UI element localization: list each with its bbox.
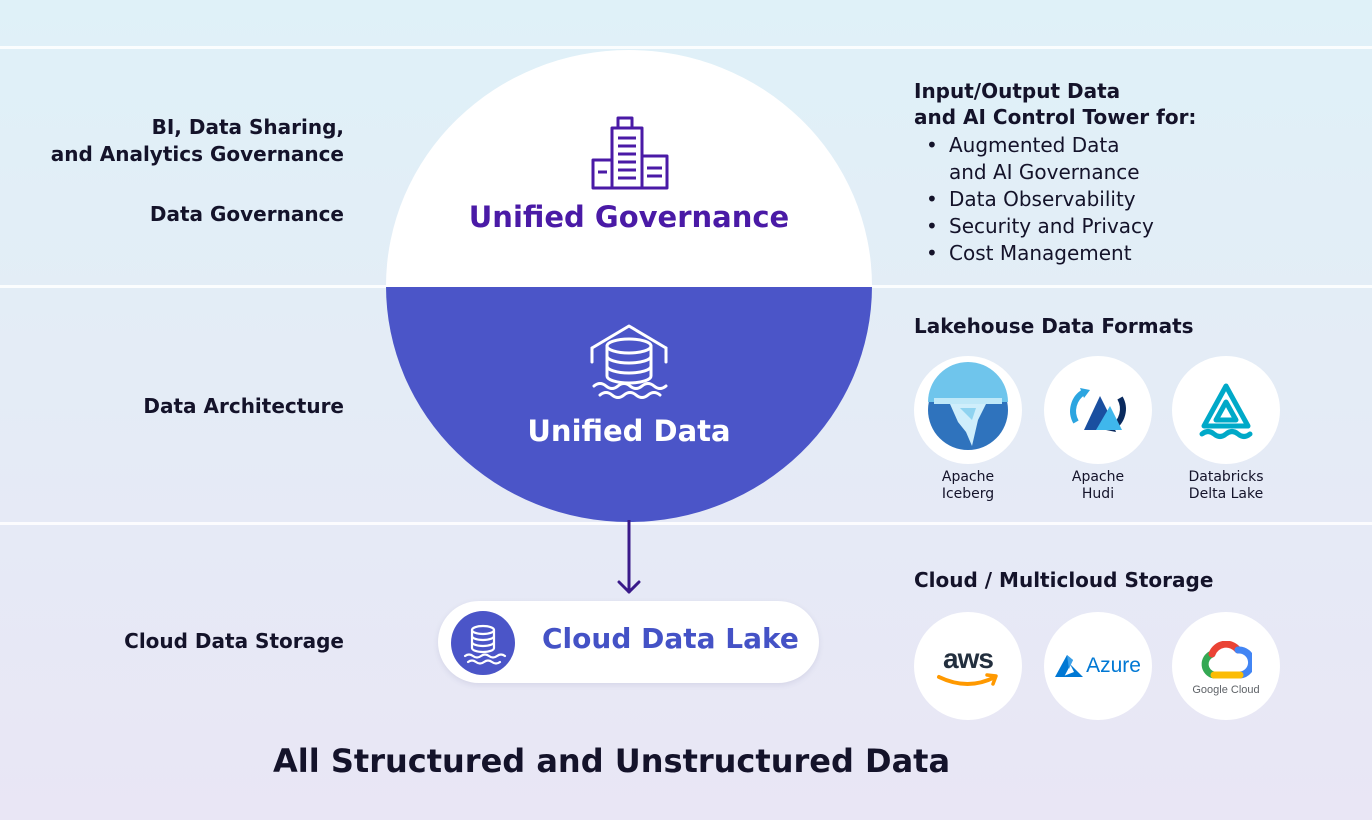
control-item: Augmented Data and AI Governance	[924, 132, 1154, 186]
control-item: Security and Privacy	[924, 213, 1154, 240]
control-item: Data Observability	[924, 186, 1154, 213]
footer-title: All Structured and Unstructured Data	[273, 742, 951, 780]
label-cloud-data-storage: Cloud Data Storage	[124, 629, 344, 653]
google-cloud-logo-icon	[1201, 640, 1252, 678]
hudi-label: Apache Hudi	[1071, 469, 1125, 502]
delta-lake-badge	[1172, 356, 1280, 464]
cloud-storage-title: Cloud / Multicloud Storage	[914, 568, 1214, 592]
control-tower-title: Input/Output Data and AI Control Tower f…	[914, 79, 1197, 129]
band-divider-top	[0, 46, 1372, 49]
control-item: Cost Management	[924, 240, 1154, 267]
delta-lake-label: Databricks Delta Lake	[1188, 469, 1264, 502]
label-data-governance: Data Governance	[149, 202, 344, 226]
azure-logo-icon	[1055, 655, 1084, 677]
azure-badge: Azure	[1044, 612, 1152, 720]
unified-governance-title: Unified Governance	[468, 200, 790, 234]
label-data-architecture: Data Architecture	[143, 394, 344, 418]
iceberg-icon	[928, 362, 1008, 450]
lakehouse-formats-title: Lakehouse Data Formats	[914, 314, 1194, 338]
data-lakehouse-icon	[590, 324, 668, 399]
google-cloud-logo-text: Google Cloud	[1192, 683, 1260, 696]
arrow-down-icon	[617, 520, 641, 594]
building-icon	[591, 116, 669, 190]
label-bi-governance: BI, Data Sharing, and Analytics Governan…	[50, 115, 344, 166]
google-cloud-badge: Google Cloud	[1172, 612, 1280, 720]
azure-logo-text: Azure	[1086, 654, 1141, 677]
unified-data-title: Unified Data	[527, 414, 731, 448]
band-divider-bottom	[0, 522, 1372, 525]
aws-logo-text: aws	[943, 643, 994, 674]
delta-lake-icon	[1199, 383, 1253, 439]
hudi-icon	[1070, 388, 1126, 432]
aws-badge: aws	[914, 612, 1022, 720]
control-tower-list: Augmented Data and AI Governance Data Ob…	[924, 132, 1154, 267]
cloud-data-lake-label: Cloud Data Lake	[542, 622, 799, 655]
database-icon	[451, 611, 515, 675]
hudi-badge	[1044, 356, 1152, 464]
aws-logo-icon	[937, 673, 998, 686]
iceberg-badge	[914, 356, 1022, 464]
iceberg-label: Apache Iceberg	[941, 469, 995, 502]
